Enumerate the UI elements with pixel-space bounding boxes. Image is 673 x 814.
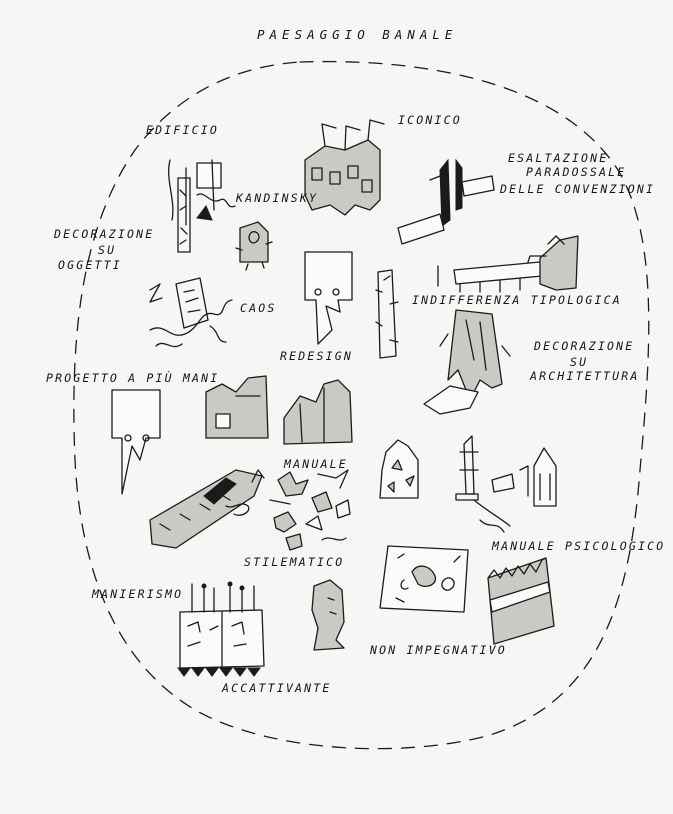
label-accattivante: ACCATTIVANTE xyxy=(222,681,332,695)
label-oggetti: OGGETTI xyxy=(58,258,122,272)
scribble-line xyxy=(479,519,505,533)
label-edificio: EDIFICIO xyxy=(146,123,219,137)
caos-sketch xyxy=(149,277,233,348)
label-manuale-psicologico: MANUALE PSICOLOGICO xyxy=(492,539,666,553)
bust-head-sketch xyxy=(311,579,345,651)
stilematico-pieces-sketch xyxy=(269,469,351,551)
manuale-psicologico-sketch xyxy=(455,435,557,527)
decorated-column-sketch xyxy=(375,269,399,359)
progetto-piu-mani-sketch xyxy=(111,389,161,495)
manierismo-sketch xyxy=(149,469,265,549)
accattivante-sketch xyxy=(177,581,265,677)
esaltazione-sketch xyxy=(397,158,495,245)
label-su: SU xyxy=(98,243,117,257)
decorated-bell-sketch xyxy=(379,439,419,499)
label-manuale: MANUALE xyxy=(284,457,348,471)
label-manierismo: MANIERISMO xyxy=(92,587,184,601)
label-progetto-a-piu-mani: PROGETTO A PIÙ MANI xyxy=(46,371,220,385)
edificio-sketch xyxy=(168,159,236,253)
label-esaltazione: ESALTAZIONE xyxy=(508,151,609,165)
label-decorazione: DECORAZIONE xyxy=(54,227,155,241)
label-paradossale: PARADOSSALE xyxy=(526,165,627,179)
label-kandinsky: KANDINSKY xyxy=(236,191,319,205)
decorazione-architettura-sketch xyxy=(423,309,511,415)
label-iconico: ICONICO xyxy=(398,113,462,127)
page-title: PAESAGGIO BANALE xyxy=(257,27,458,42)
indifferenza-tipologica-sketch xyxy=(437,235,579,293)
label-su-arch: SU xyxy=(570,355,589,369)
zigzag-panel-sketch xyxy=(487,557,555,645)
label-redesign: REDESIGN xyxy=(280,349,353,363)
dashed-boundary xyxy=(73,60,650,750)
label-architettura: ARCHITETTURA xyxy=(530,369,640,383)
decorated-object-sketch xyxy=(235,221,273,271)
label-indifferenza-tipologica: INDIFFERENZA TIPOLOGICA xyxy=(412,293,622,307)
non-impegnativo-sketch xyxy=(379,545,469,613)
iconico-sketch xyxy=(304,119,385,216)
label-delle-convenzioni: DELLE CONVENZIONI xyxy=(500,182,656,196)
gray-building-sketch xyxy=(283,379,353,445)
label-stilematico: STILEMATICO xyxy=(244,555,345,569)
label-non-impegnativo: NON IMPEGNATIVO xyxy=(370,643,507,657)
label-caos: CAOS xyxy=(240,301,277,315)
redesign-sketch xyxy=(304,251,353,345)
building-window-sketch xyxy=(205,375,269,439)
label-decorazione-arch: DECORAZIONE xyxy=(534,339,635,353)
